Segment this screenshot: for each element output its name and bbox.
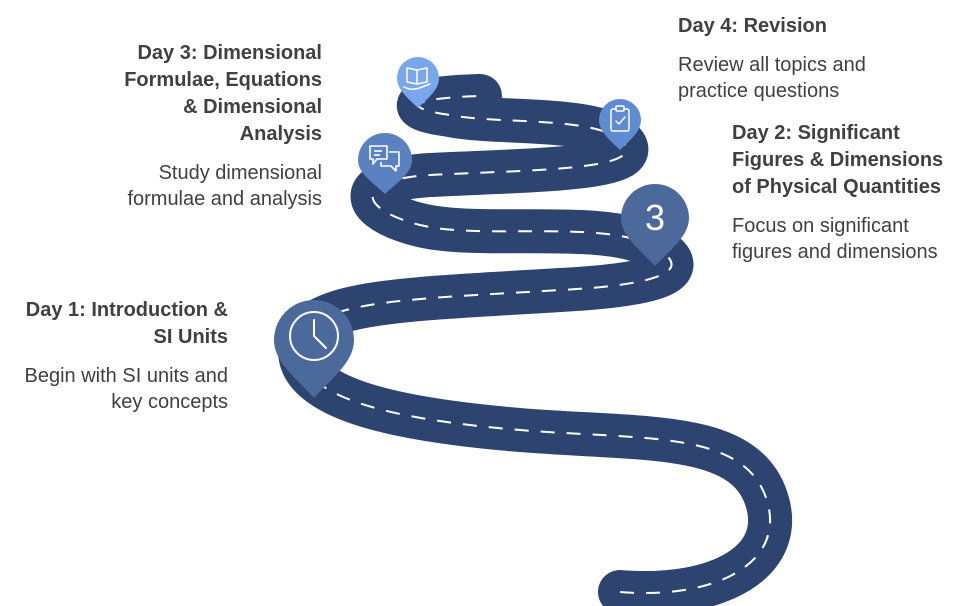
milestone-description: Review all topics and practice questions [678, 54, 866, 102]
number-3-icon: 3 [645, 197, 665, 238]
clipboard-check-icon [610, 105, 630, 132]
day1-pin [274, 300, 354, 398]
milestone-title: Day 1: Introduction & SI Units [25, 299, 228, 348]
milestone-title: Day 2: Significant Figures & Dimensions … [732, 122, 944, 198]
clipboard-pin [599, 99, 641, 150]
open-book-icon [403, 67, 431, 90]
clock-icon [289, 311, 339, 361]
milestone-description: Study dimensional formulae and analysis [127, 162, 322, 210]
milestone-day4: Day 4: Revision Review all topics and pr… [678, 13, 928, 104]
milestone-description: Focus on significant figures and dimensi… [732, 215, 938, 263]
milestone-day1: Day 1: Introduction & SI Units Begin wit… [20, 297, 228, 415]
day2-pin: 3 [621, 184, 689, 266]
milestone-day2: Day 2: Significant Figures & Dimensions … [732, 120, 952, 265]
day3-pin [358, 133, 412, 194]
milestone-day3: Day 3: Dimensional Formulae, Equations &… [110, 40, 322, 212]
milestone-title: Day 4: Revision [678, 15, 827, 37]
chat-bubbles-icon [369, 145, 400, 172]
milestone-title: Day 3: Dimensional Formulae, Equations &… [124, 42, 322, 145]
milestone-description: Begin with SI units and key concepts [24, 365, 228, 413]
road-center-line [298, 95, 772, 594]
day4-pin [397, 57, 439, 108]
